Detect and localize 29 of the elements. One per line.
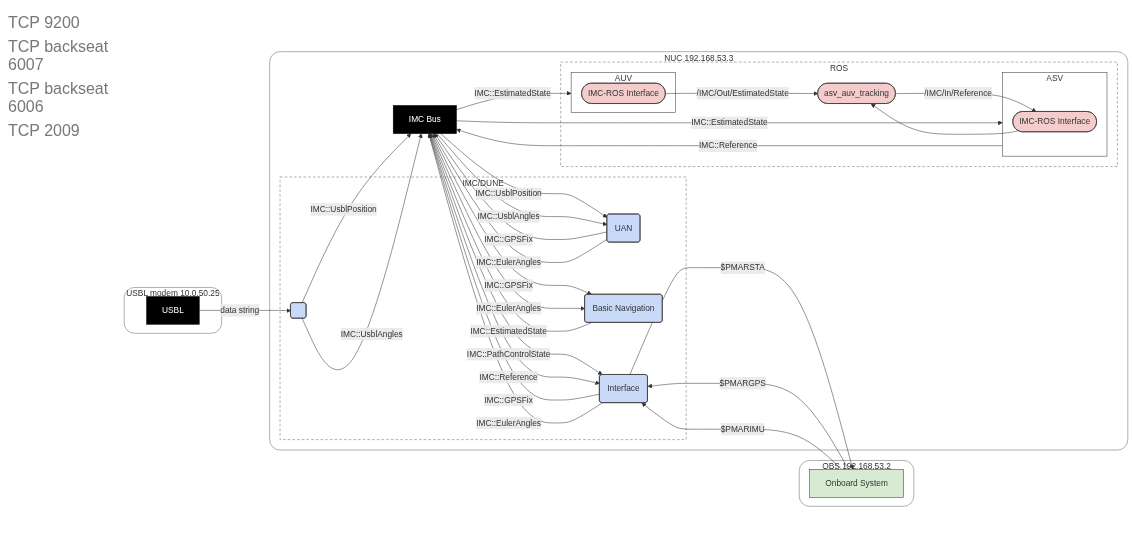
edge-label: IMC::PathControlState: [466, 349, 551, 359]
node-box: IMC Bus: [392, 105, 457, 134]
node-box: USBL: [146, 296, 200, 325]
edge-label: IMC::EulerAngles: [476, 257, 542, 267]
port-label: TCP backseat 6007: [8, 38, 110, 74]
edge-label: IMC::EulerAngles: [476, 418, 542, 428]
edge-label: $PMARIMU: [720, 424, 765, 434]
edge-label: IMC::EstimatedState: [691, 118, 768, 127]
edge-label: IMC::GPSFix: [484, 395, 533, 405]
edge-label: IMC::Reference: [698, 141, 758, 150]
edge-label: $PMARGPS: [719, 378, 766, 388]
edge-label: IMC::EstimatedState: [474, 88, 551, 98]
edge-label: /IMC/Out/EstimatedState: [696, 88, 789, 98]
edge-label: IMC::Reference: [479, 372, 538, 382]
node-box: Onboard System: [809, 469, 904, 498]
edge-label: /IMC/In/Reference: [924, 88, 992, 98]
port-label: TCP 2009: [8, 122, 81, 140]
edge-label: IMC::UsblAngles: [477, 211, 540, 221]
edge-label: data string: [220, 305, 260, 315]
edge-label: IMC::GPSFix: [484, 234, 533, 244]
edge-label: IMC::GPSFix: [484, 280, 533, 290]
edge-label: IMC::UsblPosition: [310, 204, 377, 214]
edge-label: IMC::UsblPosition: [475, 188, 542, 198]
port-label: TCP 9200: [8, 14, 81, 32]
edge-label: $PMARSTA: [720, 262, 765, 272]
edge-label: IMC::EstimatedState: [470, 326, 547, 336]
edge-label: IMC::EulerAngles: [476, 303, 542, 313]
port-label: TCP backseat 6006: [8, 80, 110, 116]
edge-label: IMC::UsblAngles: [340, 329, 403, 339]
